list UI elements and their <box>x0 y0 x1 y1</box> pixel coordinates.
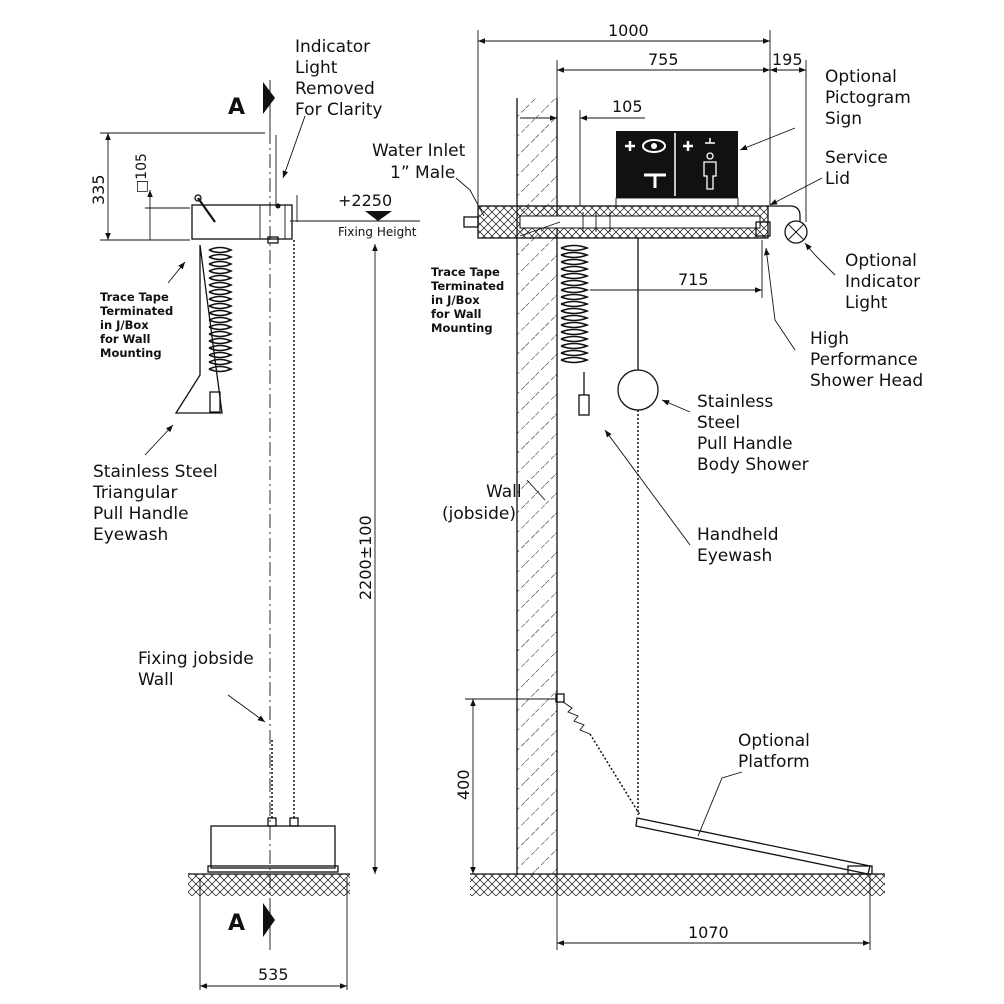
section-view-a: A A <box>89 37 420 990</box>
optional-platform <box>635 817 873 875</box>
floor-plate <box>207 817 339 873</box>
floor-left <box>188 873 350 896</box>
dim-755-text: 755 <box>648 50 679 69</box>
dim-105-left: □105 <box>134 153 190 240</box>
dim-400-text: 400 <box>454 769 473 800</box>
dim-105-right-text: 105 <box>612 97 643 116</box>
label-trace-tape-right: Trace Tape Terminated in J/Box for Wall … <box>431 265 508 335</box>
label-wall-jobside: Wall (jobside) <box>442 482 527 524</box>
fixing-height-marker: +2250 Fixing Height <box>290 191 420 239</box>
dim-195-text: 195 <box>772 50 803 69</box>
dim-2200: 2200±100 <box>356 244 378 874</box>
indicator-light <box>784 220 808 244</box>
dim-105-left-text: □105 <box>134 153 150 193</box>
dim-335: 335 <box>89 132 265 241</box>
section-marker-bottom-label: A <box>228 911 245 936</box>
label-indicator-light: Optional Indicator Light <box>845 251 926 313</box>
label-trace-tape-left: Trace Tape Terminated in J/Box for Wall … <box>100 290 177 360</box>
platform-linkage <box>555 693 641 816</box>
dim-715-text: 715 <box>678 270 709 289</box>
dim-1070-text: 1070 <box>688 923 729 942</box>
dim-535: 535 <box>199 878 348 990</box>
floor-right <box>470 873 885 896</box>
label-shower-head: High Performance Shower Head <box>810 329 923 391</box>
label-body-shower: Stainless Steel Pull Handle Body Shower <box>697 392 809 475</box>
dim-2200-text: 2200±100 <box>356 515 375 600</box>
header-body-side <box>191 135 298 244</box>
dim-715: 715 <box>590 240 763 298</box>
fixing-height-value: +2250 <box>338 191 392 210</box>
label-platform: Optional Platform <box>738 731 815 772</box>
dim-105-right: 105 <box>520 97 645 206</box>
dim-535-text: 535 <box>258 965 289 984</box>
coiled-hose-right <box>560 244 590 364</box>
dim-400: 400 <box>454 698 556 874</box>
dim-335-text: 335 <box>89 174 108 205</box>
label-indicator-removed: Indicator Light Removed For Clarity <box>295 37 382 120</box>
body-shower-pull-handle <box>617 238 659 815</box>
dim-1000: 1000 <box>477 21 771 205</box>
section-marker-bottom: A <box>228 900 275 950</box>
label-water-inlet: Water Inlet 1” Male <box>372 141 471 183</box>
pictogram-sign <box>615 131 739 207</box>
handheld-eyewash-nozzle <box>578 372 590 416</box>
label-service-lid: Service Lid <box>825 148 893 189</box>
header-pipe-body <box>463 205 801 239</box>
label-pictogram: Optional Pictogram Sign <box>825 67 916 129</box>
dim-1000-text: 1000 <box>608 21 649 40</box>
triangular-pull-handle <box>174 244 223 414</box>
dim-1070: 1070 <box>556 874 871 950</box>
label-triangular-eyewash: Stainless Steel Triangular Pull Handle E… <box>92 462 223 545</box>
fixing-height-label: Fixing Height <box>338 225 417 239</box>
side-view: 1000 755 195 105 715 400 <box>372 21 926 950</box>
section-marker-top: A <box>228 80 275 130</box>
dim-195: 195 <box>770 50 807 222</box>
label-handheld-eyewash: Handheld Eyewash <box>697 525 784 566</box>
coiled-hose-left <box>208 246 233 373</box>
section-marker-top-label: A <box>228 95 245 120</box>
dim-755: 755 <box>556 50 770 98</box>
label-fixing-wall: Fixing jobside Wall <box>138 649 259 690</box>
